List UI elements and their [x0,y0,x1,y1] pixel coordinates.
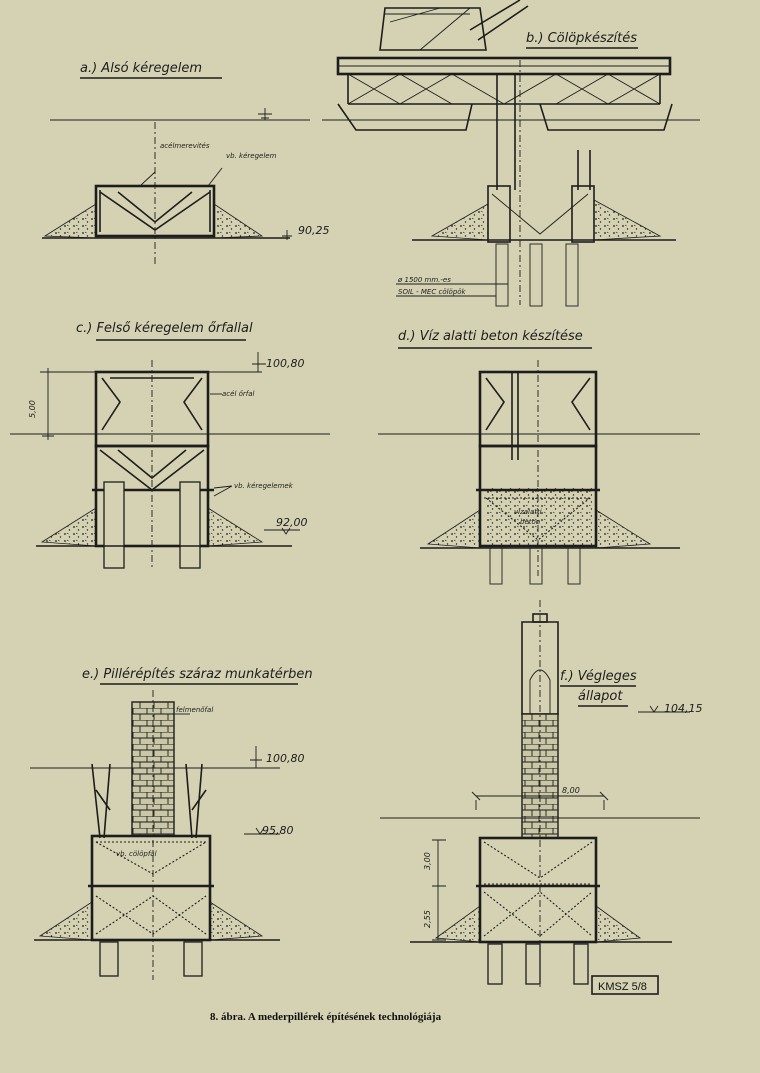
panel-b: b.) Cölöpkészítés ø 1500 mm.-es SOIL - M… [322,0,700,307]
panel-d-title: d.) Víz alatti beton készítése [398,329,583,344]
panel-c-level-top: 100,80 [266,357,305,370]
panel-f-dim-1: 3,00 [423,852,432,870]
panel-a-label-1: acélmerevités [160,142,210,150]
panel-d-label-1: vízalatti [514,508,542,516]
panel-e-level-top: 100,80 [266,752,305,765]
figure-caption: 8. ábra. A mederpillérek építésének tech… [210,1011,442,1023]
pile-right [179,481,201,569]
panel-c-title: c.) Felső kéregelem őrfallal [76,321,253,336]
panel-e-label-top: felmenőfal [176,705,213,714]
panel-f-dim-width: 8,00 [562,786,580,795]
panel-e-title: e.) Pillérépítés száraz munkatérben [82,667,313,682]
panel-f-dim-2: 2,55 [423,910,432,928]
panel-a-level: 90,25 [298,224,330,237]
panel-d-label-2: beton [520,518,540,526]
pile-3 [565,243,579,307]
panel-e: e.) Pillérépítés száraz munkatérben felm… [30,667,313,980]
pile-left [103,481,125,569]
panel-c-dim: 5,00 [28,400,37,418]
panel-c-label-shell: vb. kéregelemek [234,482,294,490]
panel-c: c.) Felső kéregelem őrfallal 100,80 5,00… [10,321,330,570]
panel-f-level: 104,15 [664,702,703,715]
stamp-box [591,975,659,995]
panel-c-level-bottom: 92,00 [276,516,308,529]
panel-a: a.) Alsó kéregelem acélmerevités vb. kér… [42,61,330,265]
stamp: KMSZ 5/8 [598,981,647,993]
panel-b-title: b.) Cölöpkészítés [526,31,637,46]
pile-1 [495,243,509,307]
panel-f-title-1: f.) Végleges [560,669,637,684]
panel-a-title: a.) Alsó kéregelem [80,61,202,76]
panel-e-label-cap: vb. cölöpfal [116,850,157,858]
panel-e-level-bottom: 95,80 [262,824,294,837]
panel-f-title-2: állapot [578,689,623,704]
panel-c-label-wall: acél őrfal [222,389,255,398]
panel-b-pile-label-2: SOIL - MEC cölöpök [398,288,467,296]
panel-b-pile-label-1: ø 1500 mm.-es [397,276,451,284]
panel-a-label-2: vb. kéregelem [226,152,277,160]
pile-2 [529,243,543,307]
panel-d: d.) Víz alatti beton készítése vízalatti… [378,329,700,585]
panel-f: f.) Végleges állapot 104,15 8,00 3,00 2,… [380,600,703,990]
